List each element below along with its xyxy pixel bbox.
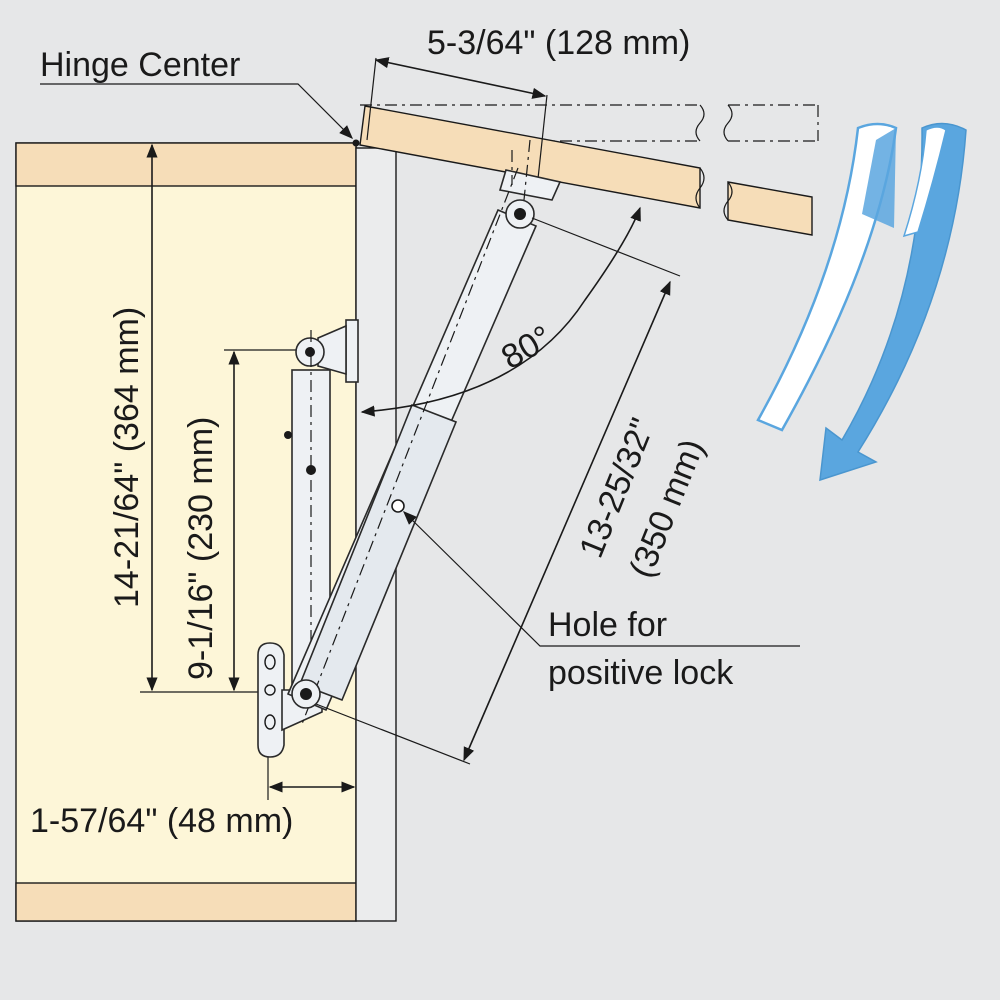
mount-height-label: 9-1/16" (230 mm) [182,417,220,680]
positive-lock-hole [391,499,405,513]
hinge-center-label: Hinge Center [40,46,240,84]
wall-bracket [295,319,359,383]
hole-note-line1: Hole for [548,606,667,644]
lid-mounting-plate [498,139,562,201]
cabinet-top-board [15,142,357,187]
cabinet-bottom-board [15,882,357,922]
top-dimension [366,57,548,189]
cabinet-height-label: 14-21/64" (364 mm) [108,307,146,608]
hole-note-leader [403,511,800,647]
opening-angle-arc [360,206,641,417]
motion-arrow-light-head [862,128,896,228]
motion-arrow-blue [819,122,967,482]
hole-note-line2: positive lock [548,654,734,692]
opening-angle-label: 80° [495,318,559,377]
hinge-center-leader [40,83,353,139]
motion-arrow-light [756,122,898,432]
open-lid [359,105,813,236]
hinge-center-point [352,139,360,147]
top-dimension-label: 5-3/64" (128 mm) [427,24,690,62]
motion-arrow-blue-highlight [902,126,947,238]
side-offset-label: 1-57/64" (48 mm) [30,802,293,840]
